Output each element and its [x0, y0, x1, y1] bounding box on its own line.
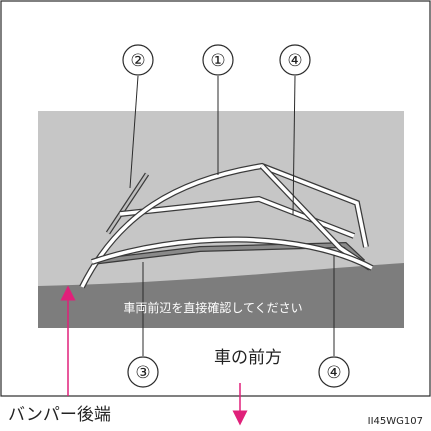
callout-3 — [127, 356, 159, 388]
callout-4-top-number: ④ — [287, 51, 302, 71]
callout-2-number: ② — [130, 51, 145, 71]
bumper-band — [38, 263, 404, 328]
callout-4-top — [279, 44, 311, 76]
distance-guide-upper — [119, 195, 356, 239]
callout-2 — [122, 44, 154, 76]
figure-id: II45WG107 — [368, 416, 423, 427]
callout-4-bottom-number: ④ — [326, 363, 341, 383]
bumper-rear-label: バンパー後端 — [8, 405, 111, 425]
screen-caution-text: 車両前辺を直接確認してください — [123, 300, 302, 315]
forward-label: 車の前方 — [214, 348, 282, 368]
bumper-arc — [91, 236, 374, 271]
callout-3-number: ③ — [135, 363, 150, 383]
callout-1-number: ① — [210, 51, 225, 71]
callout-1 — [202, 44, 234, 76]
vehicle-width-line — [105, 172, 150, 235]
callout-4-bottom — [318, 356, 350, 388]
distance-guide-lower — [91, 241, 366, 265]
leader-line-4-top — [292, 75, 296, 216]
leader-line-2 — [129, 75, 139, 189]
figure-frame — [0, 0, 431, 397]
